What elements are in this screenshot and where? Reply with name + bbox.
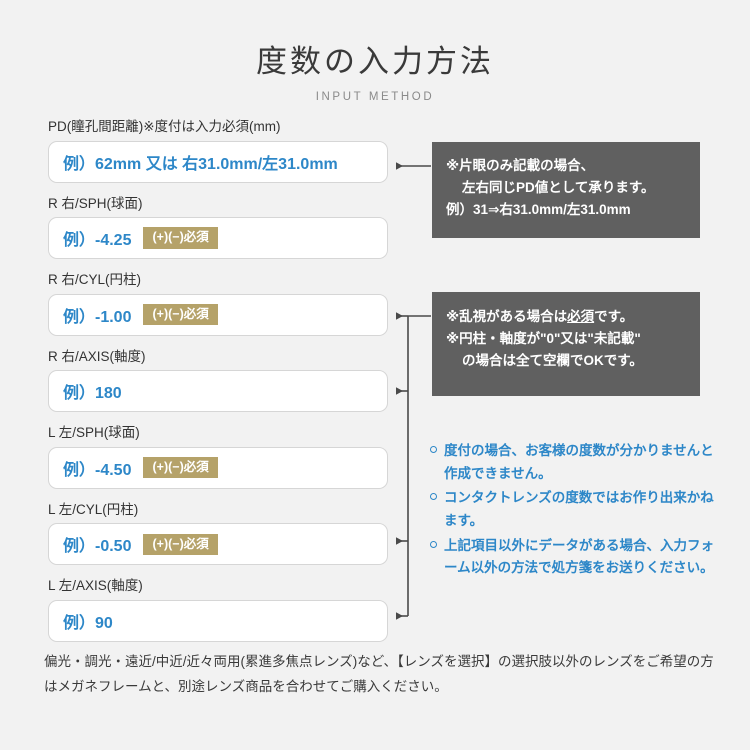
bullet-circle-icon — [430, 535, 444, 548]
input-r-sph[interactable]: 例）-4.25 (+)(−)必須 — [48, 217, 388, 260]
page-header: 度数の入力方法 INPUT METHOD — [0, 0, 750, 103]
field-label-l-cyl: L 左/CYL(円柱) — [48, 501, 139, 517]
field-label-r-axis: R 右/AXIS(軸度) — [48, 348, 146, 364]
badge-l-cyl-required: (+)(−)必須 — [143, 533, 218, 555]
badge-r-cyl-required: (+)(−)必須 — [143, 303, 218, 326]
list-item: コンタクトレンズの度数ではお作り出来かねます。 — [430, 487, 720, 532]
placeholder-l-cyl: 例）-0.50 — [63, 538, 132, 556]
badge-l-sph-required: (+)(−)必須 — [143, 457, 218, 479]
placeholder-l-sph: 例）-4.50 — [63, 461, 132, 479]
field-r-axis: R 右/AXIS(軸度) 例）180 — [48, 348, 388, 413]
callout-cyl-line-1-underline: 必須 — [567, 309, 595, 324]
field-pd: PD(瞳孔間距離)※度付は入力必須(mm) 例）62mm 又は 右31.0mm/… — [48, 118, 388, 183]
callout-cyl-line-2: ※円柱・軸度が"0"又は"未記載" — [446, 330, 641, 346]
callout-cyl-line-1-pre: ※乱視がある場合は — [446, 309, 568, 324]
field-label-l-sph: L 左/SPH(球面) — [48, 425, 140, 441]
list-item: 上記項目以外にデータがある場合、入力フォーム以外の方法で処方箋をお送りください。 — [430, 535, 720, 580]
prescription-fields: PD(瞳孔間距離)※度付は入力必須(mm) 例）62mm 又は 右31.0mm/… — [48, 118, 388, 654]
bullet-circle-icon — [430, 487, 444, 501]
input-pd[interactable]: 例）62mm 又は 右31.0mm/左31.0mm — [48, 140, 388, 183]
field-r-cyl: R 右/CYL(円柱) 例）-1.00 (+)(−)必須 — [48, 271, 388, 336]
callout-pd-line-1: ※片眼のみ記載の場合、 — [446, 158, 595, 173]
page-subtitle: INPUT METHOD — [315, 91, 435, 103]
placeholder-r-sph: 例）-4.25 — [63, 232, 132, 250]
list-item: 度付の場合、お客様の度数が分かりませんと作成できません。 — [430, 440, 720, 485]
field-l-axis: L 左/AXIS(軸度) 例）90 — [48, 577, 388, 642]
field-label-pd: PD(瞳孔間距離)※度付は入力必須(mm) — [48, 119, 281, 134]
input-r-axis[interactable]: 例）180 — [48, 370, 388, 413]
callout-pd-note: ※片眼のみ記載の場合、 左右同じPD値として承ります。 例）31⇒右31.0mm… — [432, 142, 700, 238]
bullet-circle-icon — [430, 440, 444, 453]
page-title: 度数の入力方法 — [256, 44, 494, 79]
field-label-r-sph: R 右/SPH(球面) — [48, 195, 143, 211]
input-l-axis[interactable]: 例）90 — [48, 599, 388, 642]
callout-pd-line-3: 例）31⇒右31.0mm/左31.0mm — [446, 201, 631, 217]
field-label-l-axis: L 左/AXIS(軸度) — [48, 578, 143, 594]
notes-list: 度付の場合、お客様の度数が分かりませんと作成できません。 コンタクトレンズの度数… — [430, 440, 720, 582]
callout-cyl-line-3: の場合は全て空欄でOKです。 — [462, 352, 643, 368]
field-label-r-cyl: R 右/CYL(円柱) — [48, 272, 142, 288]
footer-note: 偏光・調光・遠近/中近/近々両用(累進多焦点レンズ)など、【レンズを選択】の選択… — [44, 654, 714, 694]
note-text: 上記項目以外にデータがある場合、入力フォーム以外の方法で処方箋をお送りください。 — [444, 537, 714, 576]
note-text: コンタクトレンズの度数ではお作り出来かねます。 — [444, 490, 714, 529]
input-l-sph[interactable]: 例）-4.50 (+)(−)必須 — [48, 446, 388, 489]
placeholder-l-axis: 例）90 — [63, 614, 113, 632]
input-r-cyl[interactable]: 例）-1.00 (+)(−)必須 — [48, 293, 388, 336]
badge-r-sph-required: (+)(−)必須 — [143, 227, 218, 249]
placeholder-r-cyl: 例）-1.00 — [63, 308, 132, 326]
callout-pd-line-2: 左右同じPD値として承ります。 — [462, 179, 655, 195]
field-l-sph: L 左/SPH(球面) 例）-4.50 (+)(−)必須 — [48, 424, 388, 489]
callout-cyl-line-1: ※乱視がある場合は必須です。 — [446, 306, 700, 328]
field-r-sph: R 右/SPH(球面) 例）-4.25 (+)(−)必須 — [48, 195, 388, 260]
field-l-cyl: L 左/CYL(円柱) 例）-0.50 (+)(−)必須 — [48, 501, 388, 566]
callout-cyl-note: ※乱視がある場合は必須です。 ※円柱・軸度が"0"又は"未記載" の場合は全て空… — [432, 292, 700, 396]
placeholder-pd: 例）62mm 又は 右31.0mm/左31.0mm — [63, 155, 338, 173]
callout-cyl-line-1-post: です。 — [594, 309, 634, 324]
note-text: 度付の場合、お客様の度数が分かりませんと作成できません。 — [444, 443, 714, 481]
input-l-cyl[interactable]: 例）-0.50 (+)(−)必須 — [48, 523, 388, 566]
placeholder-r-axis: 例）180 — [63, 385, 122, 403]
